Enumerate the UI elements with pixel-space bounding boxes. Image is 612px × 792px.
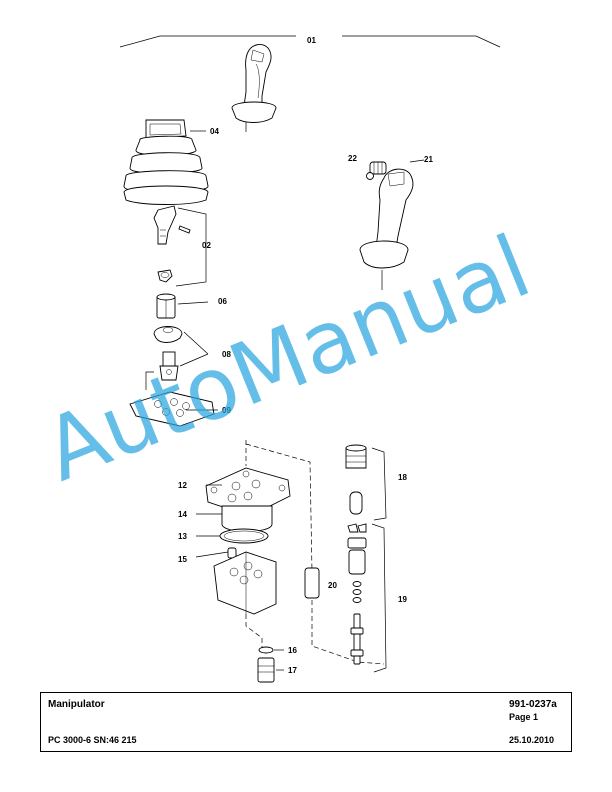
- callout-13: 13: [178, 532, 187, 541]
- callout-12: 12: [178, 481, 187, 490]
- plunger-top-18: [345, 444, 367, 515]
- callout-06: 06: [218, 297, 227, 306]
- fitting-17: [257, 657, 275, 683]
- callout-01-bracket: [119, 35, 501, 48]
- callout-16: 16: [288, 646, 297, 655]
- title-block: Manipulator 991-0237a Page 1 PC 3000-6 S…: [40, 692, 572, 752]
- coupling-nut-06: [156, 293, 176, 319]
- callout-14: 14: [178, 510, 187, 519]
- shaft-parts-02: [153, 205, 191, 283]
- rubber-boot-04: [123, 119, 209, 205]
- callout-21: 21: [424, 155, 433, 164]
- flange-plate-12: [205, 467, 291, 517]
- spring-20: [304, 567, 320, 599]
- document-title: Manipulator: [48, 699, 105, 710]
- callout-20: 20: [328, 581, 337, 590]
- document-number: 991-0237a: [509, 699, 557, 710]
- callout-09: 09: [222, 406, 231, 415]
- callout-08: 08: [222, 350, 231, 359]
- watermark-text: AutoManual: [31, 217, 543, 502]
- callout-19: 19: [398, 595, 407, 604]
- callout-04: 04: [210, 127, 219, 136]
- callout-18: 18: [398, 473, 407, 482]
- plunger-stack-19: [347, 523, 367, 665]
- assembly-dashed-lines: [245, 440, 385, 665]
- document-date: 25.10.2010: [509, 735, 555, 745]
- switch-22: [366, 161, 387, 180]
- housing-14: [221, 505, 273, 532]
- joystick-handle-01: [231, 44, 277, 132]
- callout-22: 22: [348, 154, 357, 163]
- joystick-handle-21: [359, 168, 414, 290]
- model-serial: PC 3000-6 SN:46 215: [48, 735, 137, 745]
- valve-body-15: [213, 547, 277, 615]
- gasket-09: [129, 391, 215, 427]
- callout-02: 02: [202, 241, 211, 250]
- page-number: Page 1: [509, 712, 539, 722]
- pivot-plate-08: [145, 326, 183, 390]
- callout-01: 01: [307, 36, 316, 45]
- callout-17: 17: [288, 666, 297, 675]
- callout-15: 15: [178, 555, 187, 564]
- ring-16: [258, 646, 274, 654]
